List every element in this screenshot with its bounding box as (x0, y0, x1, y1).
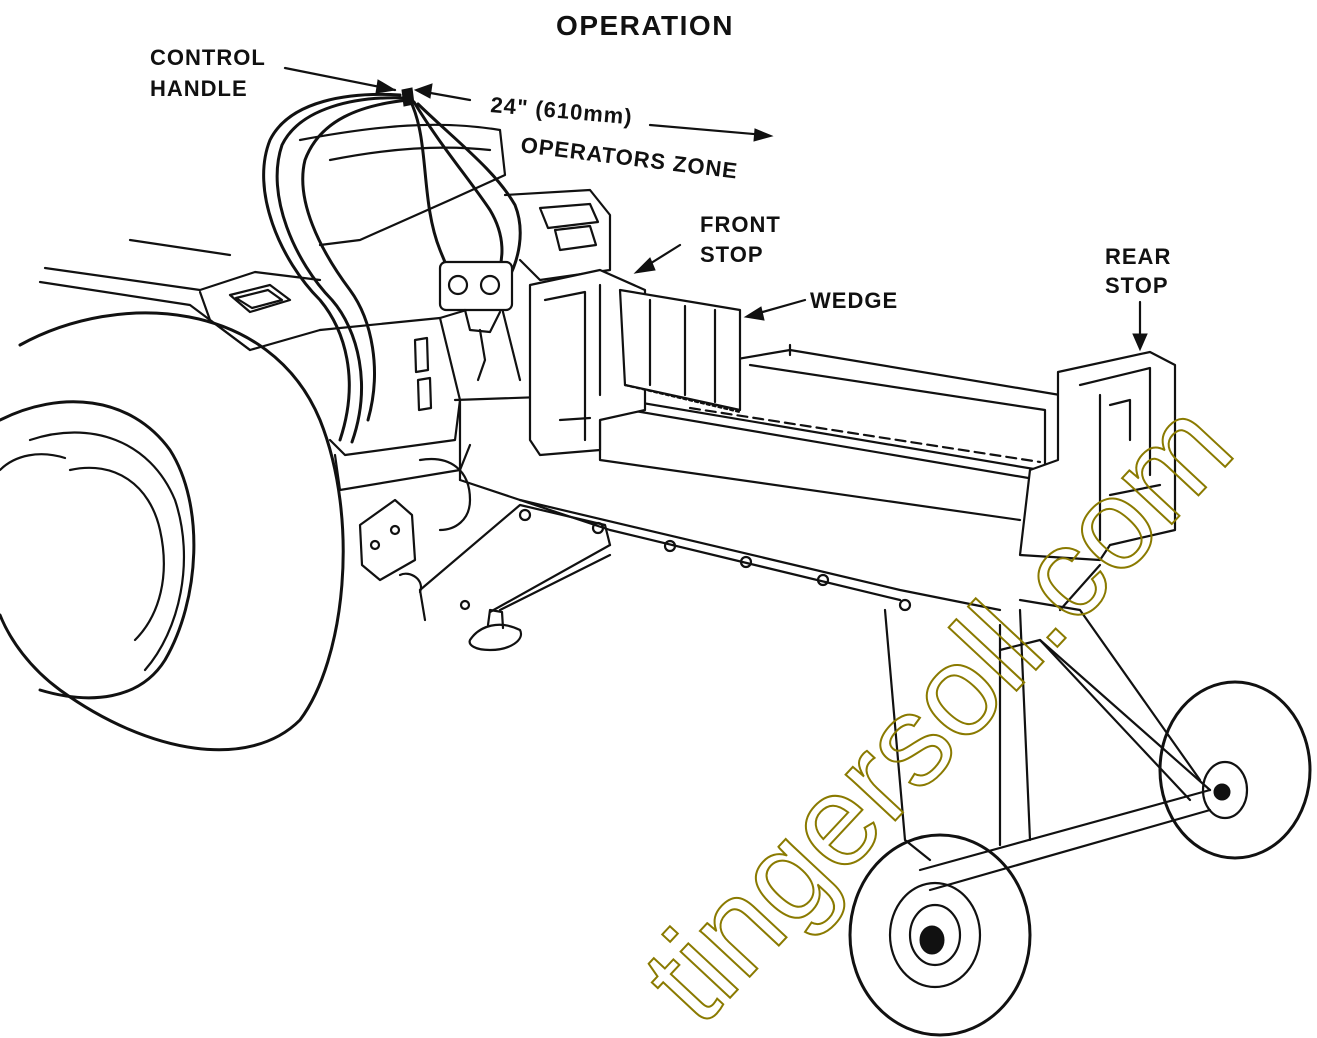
control-handle-label-2: HANDLE (150, 76, 248, 101)
control-handle-arrow (283, 66, 397, 94)
operators-zone-label: OPERATORS ZONE (519, 132, 739, 183)
rear-stop (1018, 350, 1177, 562)
zone-dimension-arrow (413, 83, 774, 142)
control-handle-label: CONTROL (150, 45, 266, 70)
diagram-title: OPERATION (556, 10, 734, 41)
wedge (618, 288, 742, 414)
wedge-arrow (743, 298, 807, 321)
trailer-wheel-left (848, 833, 1032, 1037)
hydraulic-hoses (262, 92, 522, 444)
trailer-wheel-right (1158, 680, 1312, 860)
front-stop-label: FRONT (700, 212, 781, 237)
front-stop-arrow (633, 243, 682, 274)
rear-stop-label: REAR (1105, 244, 1171, 269)
rear-stop-label-2: STOP (1105, 273, 1169, 298)
wedge-label: WEDGE (810, 288, 898, 313)
hitch-bracket (358, 498, 612, 652)
rear-stop-arrow (1132, 300, 1148, 352)
tractor-body (38, 123, 612, 532)
control-handle (401, 87, 415, 107)
control-valve (438, 260, 514, 382)
front-stop-label-2: STOP (700, 242, 764, 267)
zone-dimension-label: 24" (610mm) (490, 92, 634, 129)
front-stop (528, 268, 647, 457)
wheel-axle-frame (883, 563, 1212, 892)
tractor-rear-tire (0, 311, 345, 752)
